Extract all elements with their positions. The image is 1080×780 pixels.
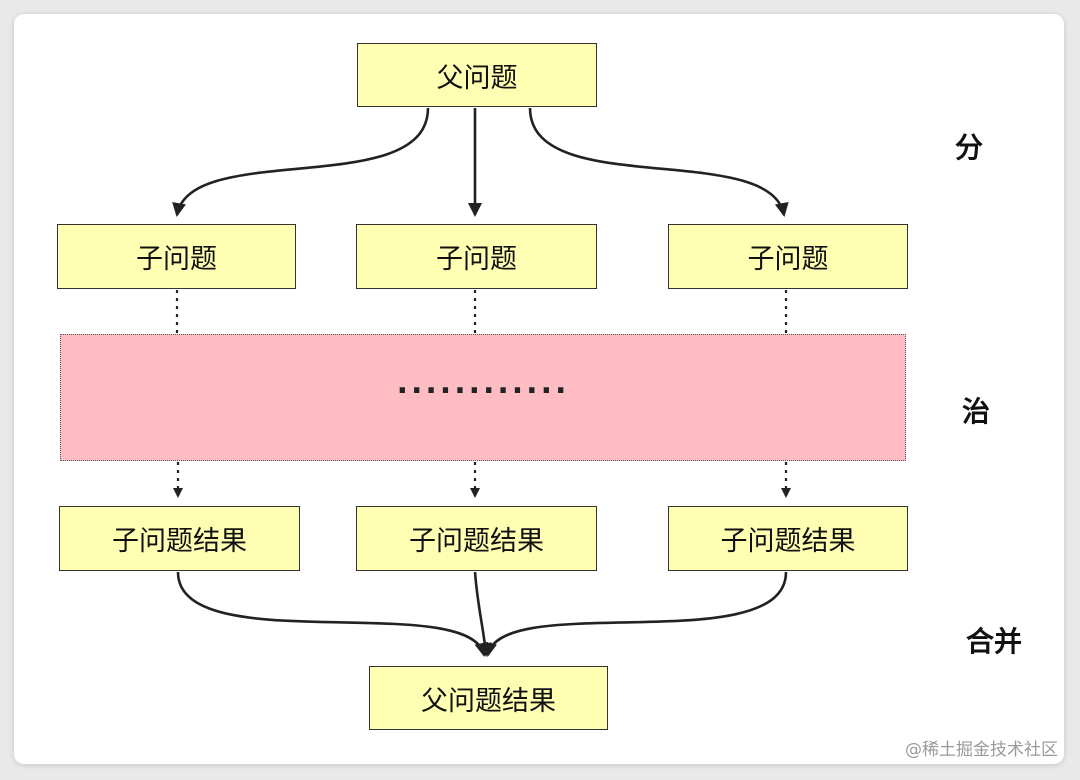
- sub-result-label: 子问题结果: [720, 526, 856, 557]
- sub-result-label: 子问题结果: [409, 526, 544, 557]
- conquer-region: ............: [60, 334, 906, 461]
- sub-problem-label: 子问题: [136, 244, 217, 275]
- sub-result-box-3: 子问题结果: [668, 506, 908, 571]
- sub-problem-label: 子问题: [436, 244, 517, 275]
- sub-problem-box-1: 子问题: [57, 224, 296, 289]
- sub-problem-label: 子问题: [747, 244, 829, 275]
- sub-problem-box-3: 子问题: [668, 224, 908, 289]
- parent-result-box: 父问题结果: [369, 666, 608, 730]
- stage-label-divide: 分: [955, 131, 984, 164]
- watermark: @稀土掘金技术社区: [905, 740, 1058, 760]
- conquer-ellipsis: ............: [396, 366, 570, 401]
- stage-label-combine: 合并: [966, 625, 1023, 658]
- sub-problem-box-2: 子问题: [356, 224, 597, 289]
- parent-problem-box: 父问题: [357, 43, 597, 107]
- sub-result-box-2: 子问题结果: [356, 506, 597, 571]
- parent-problem-label: 父问题: [436, 62, 518, 94]
- sub-result-label: 子问题结果: [112, 526, 247, 557]
- sub-result-box-1: 子问题结果: [59, 506, 300, 571]
- stage-label-conquer: 治: [962, 395, 991, 428]
- parent-result-label: 父问题结果: [421, 685, 556, 717]
